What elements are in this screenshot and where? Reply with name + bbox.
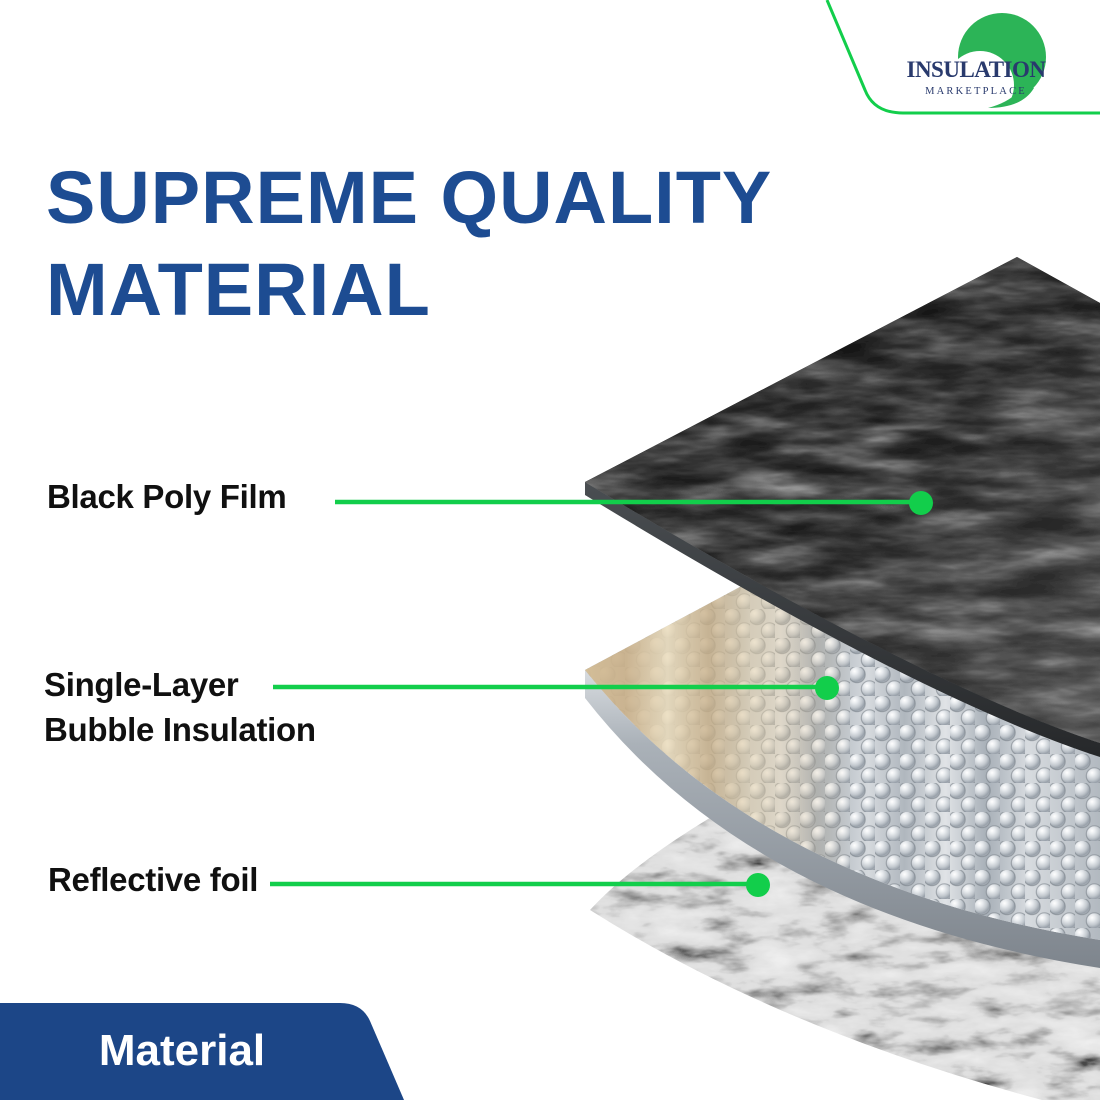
badge-label: Material [98, 1026, 266, 1075]
logo-title: INSULATION [906, 57, 1047, 82]
callout-lines [270, 499, 921, 887]
callout-label-bubble-insulation: Single-Layer Bubble Insulation [44, 662, 316, 752]
callout-label-bubble-line-1: Single-Layer [44, 666, 239, 703]
black-side-edge [585, 482, 1100, 757]
logo-swoosh-icon [946, 13, 1046, 119]
callout-dots [746, 491, 933, 897]
callout-label-bubble-line-2: Bubble Insulation [44, 711, 316, 748]
bubble-side-edge [585, 670, 1100, 968]
callout-dot-bubble-insulation [815, 676, 839, 700]
corner-outline [825, 0, 1100, 115]
callout-dot-reflective-foil [746, 873, 770, 897]
logo-subtitle: MARKETPLACE [925, 86, 1027, 97]
page-title: SUPREME QUALITY MATERIAL [46, 152, 772, 336]
callout-dot-black-poly-film [909, 491, 933, 515]
callout-label-reflective-foil: Reflective foil [48, 861, 259, 898]
callout-label-black-poly-film: Black Poly Film [47, 478, 287, 515]
title-line-2: MATERIAL [46, 248, 431, 331]
material-badge [0, 1003, 404, 1100]
title-line-1: SUPREME QUALITY [46, 156, 773, 239]
